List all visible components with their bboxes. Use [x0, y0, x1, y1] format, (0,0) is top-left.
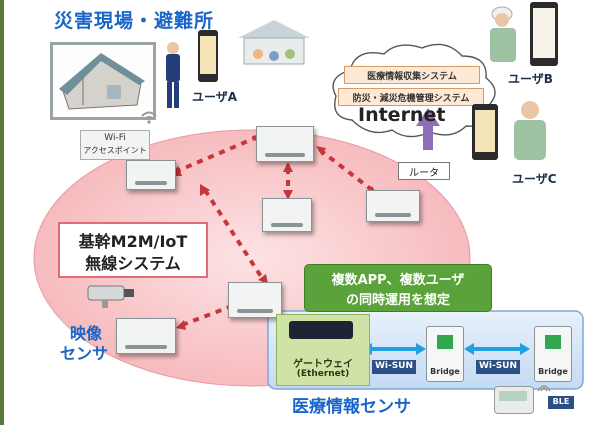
user-c-figure [504, 96, 554, 162]
multi-app-label-2: の同時運用を想定 [345, 293, 450, 308]
medical-sensor-label: 医療情報センサ [292, 397, 411, 417]
camera-image [84, 280, 138, 310]
user-b-phone [530, 2, 558, 66]
ble-label-box: BLE [548, 396, 574, 409]
m2m-node-5 [228, 282, 282, 318]
system-disaster-label: 防災・減災危機管理システム [352, 94, 470, 104]
wifi-ap-label-box: Wi-Fi アクセスポイント [80, 130, 150, 160]
video-sensor-label-1: 映像 [70, 324, 103, 343]
m2m-node-2 [256, 126, 314, 162]
ble-label: BLE [552, 397, 570, 406]
m2m-node-6 [116, 318, 176, 354]
internet-label: Internet [358, 104, 446, 126]
wisun-label-1: Wi-SUN [374, 361, 414, 371]
backbone-label-box: 基幹M2M/IoT 無線システム [58, 222, 208, 278]
wireless-links [174, 136, 374, 327]
bridge-device-2: Bridge [534, 326, 572, 382]
user-c-phone [472, 104, 498, 160]
m2m-node-1 [126, 160, 176, 190]
ble-sensor-device [494, 386, 534, 414]
user-a-figure [162, 40, 184, 110]
gateway-label-2: (Ethernet) [296, 369, 350, 379]
multi-app-box: 複数APP、複数ユーザ の同時運用を想定 [304, 264, 492, 312]
backbone-label-2: 無線システム [85, 254, 181, 273]
user-b-label: ユーザB [508, 72, 553, 86]
wifi-icon [140, 108, 158, 126]
wisun-label-box-1: Wi-SUN [372, 360, 416, 374]
bridge-label-1: Bridge [430, 367, 460, 376]
gateway-label-1: ゲートウェイ [293, 359, 353, 370]
shelter-image [234, 14, 314, 68]
user-a-phone [198, 30, 218, 82]
m2m-node-4 [366, 190, 420, 222]
gateway-device-icon [289, 321, 353, 339]
uplink-arrow [416, 108, 440, 150]
user-c-label: ユーザC [512, 172, 557, 186]
gateway-box: ゲートウェイ (Ethernet) [276, 314, 370, 386]
bridge-label-2: Bridge [538, 367, 568, 376]
multi-app-label-1: 複数APP、複数ユーザ [331, 273, 465, 288]
wifi-ap-label-1: Wi-Fi [104, 133, 126, 143]
wisun-label-2: Wi-SUN [478, 361, 518, 371]
bridge-device-1: Bridge [426, 326, 464, 382]
system-disaster-box: 防災・減災危機管理システム [338, 88, 484, 106]
system-medical-label: 医療情報収集システム [367, 72, 457, 82]
left-border [0, 0, 4, 425]
user-b-figure [482, 4, 528, 64]
system-medical-box: 医療情報収集システム [344, 66, 480, 84]
damaged-house-image [50, 42, 156, 120]
disaster-site-title: 災害現場・避難所 [54, 10, 215, 32]
backbone-label-1: 基幹M2M/IoT [78, 232, 188, 251]
router-label-box: ルータ [398, 162, 450, 180]
router-label: ルータ [409, 168, 439, 179]
user-a-label: ユーザA [192, 90, 238, 104]
wifi-ap-label-2: アクセスポイント [83, 146, 147, 155]
wisun-label-box-2: Wi-SUN [476, 360, 520, 374]
ble-signal-icon [536, 378, 552, 392]
video-sensor-label-2: センサ [60, 344, 109, 363]
m2m-node-3 [262, 198, 312, 232]
